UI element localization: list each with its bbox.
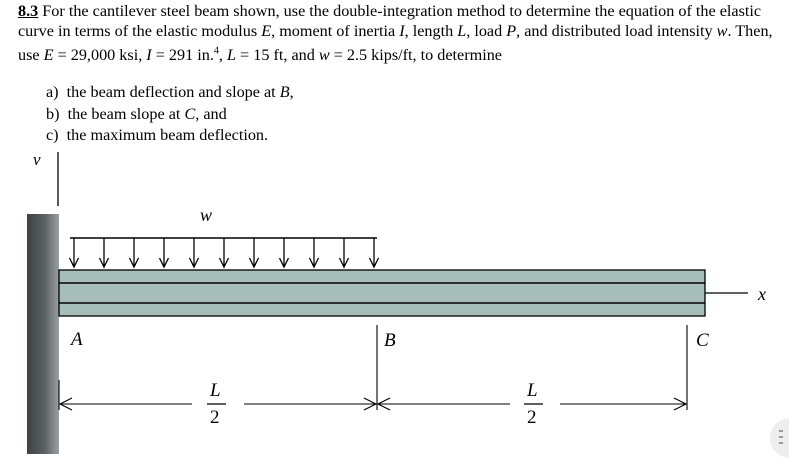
problem-number: 8.3 <box>18 2 39 20</box>
x-axis-label: x <box>757 284 766 304</box>
dim-right-denominator: 2 <box>527 407 537 428</box>
dim-left-numerator: L <box>209 380 221 401</box>
load-arrowhead <box>98 257 110 269</box>
load-arrowhead <box>218 257 230 269</box>
task-list: a) the beam deflection and slope at B, b… <box>46 82 294 147</box>
load-label: w <box>200 205 212 225</box>
beam <box>58 269 706 317</box>
load-arrowhead <box>308 257 320 269</box>
load-arrowhead <box>128 257 140 269</box>
load-arrowhead <box>68 257 80 269</box>
dim-left-arrowhead <box>58 397 73 411</box>
load-arrowhead <box>338 257 350 269</box>
floating-action-button[interactable] <box>770 418 789 458</box>
load-arrowhead <box>248 257 260 269</box>
v-axis-label: v <box>33 150 41 169</box>
load-arrowhead <box>188 257 200 269</box>
point-a-label: A <box>69 329 83 350</box>
load-arrowhead <box>368 257 380 269</box>
dim-right-numerator: L <box>526 380 538 401</box>
dim-left-denominator: 2 <box>210 407 220 428</box>
distributed-load-arrows <box>68 238 380 269</box>
more-icon <box>779 430 783 446</box>
problem-text: For the cantilever steel beam shown, use… <box>18 2 773 64</box>
point-b-label: B <box>384 330 396 351</box>
fixed-wall <box>27 214 59 454</box>
point-c-label: C <box>696 330 709 351</box>
problem-statement: 8.3 For the cantilever steel beam shown,… <box>18 2 783 65</box>
dim-mid-arrowhead-left <box>363 397 378 411</box>
task-item-c: c) the maximum beam deflection. <box>46 126 269 144</box>
task-item-a: a) the beam deflection and slope at B, <box>46 83 294 101</box>
task-item-b: b) the beam slope at C, and <box>46 104 227 123</box>
load-arrowhead <box>158 257 170 269</box>
dim-right-arrowhead <box>673 397 688 411</box>
load-arrowhead <box>278 257 290 269</box>
